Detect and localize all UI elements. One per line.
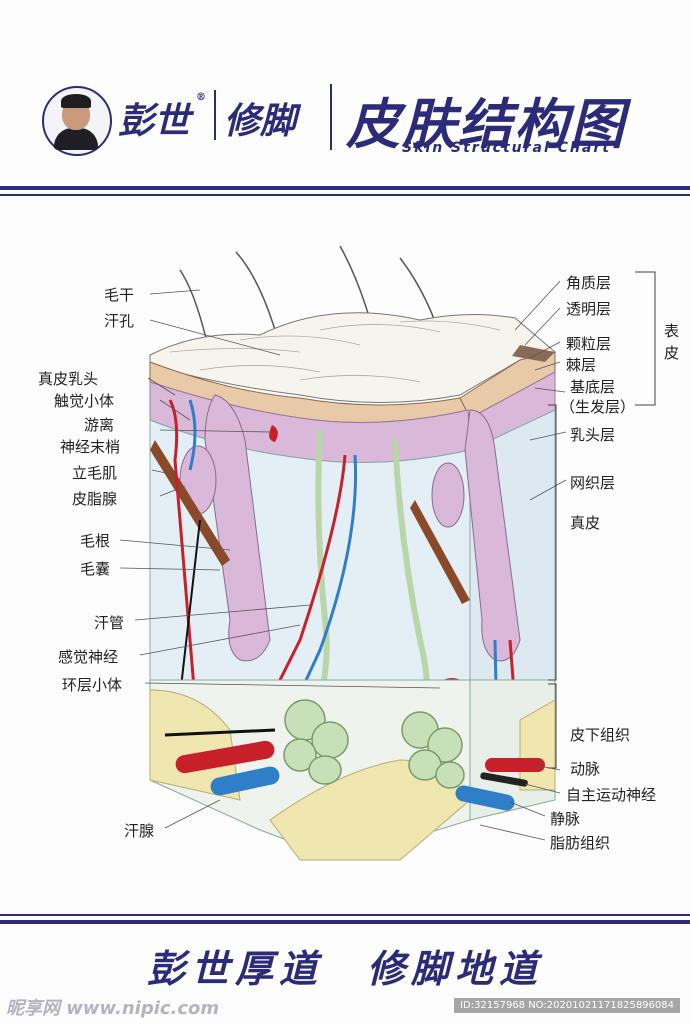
sebaceous-gland-right [431,462,465,528]
leader-lines-left [119,289,441,829]
label-arrector-pili: 立毛肌 [72,464,118,482]
label-pacinian-corpuscle: 环层小体 [62,676,123,694]
label-papillary-layer: 乳头层 [570,426,616,444]
label-sweat-duct: 汗管 [94,614,125,632]
label-stratum-corneum: 角质层 [566,274,612,292]
artery-branch-left [168,399,202,761]
header-divider-2 [330,84,332,150]
label-germinative-layer: （生发层） [560,398,636,416]
brand-name: 彭世 [118,100,191,142]
label-stratum-granulosum: 颗粒层 [566,335,612,353]
surface-creases [169,320,501,383]
arrector-muscle-left [150,440,230,566]
vein-branch-left [188,399,197,471]
label-autonomic-nerve: 自主运动神经 [566,786,657,804]
meissner-corpuscle [269,425,278,442]
label-hair-follicle: 毛囊 [80,560,111,578]
artery-trunk-right [485,758,545,772]
label-sweat-gland: 汗腺 [124,822,155,840]
avatar-suit [54,128,98,150]
page-subtitle: Skin Structural Chart [402,140,611,156]
fat-left [149,689,241,801]
page-title: 皮肤结构图 [346,92,626,156]
artery-branch-center [238,454,347,761]
label-hair-shaft: 毛干 [104,286,135,304]
label-sebaceous-gland: 皮脂腺 [72,490,118,508]
label-sensory-nerve: 感觉神经 [58,648,119,666]
label-artery: 动脉 [570,760,601,778]
artery-trunk-left [175,740,275,774]
registered-mark: ® [196,92,206,103]
label-epidermis-2: 皮 [664,344,680,362]
hair-follicle-right [464,409,521,662]
founder-avatar [42,86,112,156]
watermark-site: 昵享网 www.nipic.com [6,998,220,1019]
label-vein: 静脉 [550,810,581,828]
sweat-gland-right [401,711,465,789]
label-adipose-tissue: 脂肪组织 [550,834,611,852]
sweat-duct-right [392,439,430,701]
footer-rule-thick [0,920,690,924]
label-epidermis-1: 表 [664,322,680,340]
label-subcutaneous: 皮下组织 [570,726,631,744]
label-stratum-basale: 基底层 [570,378,616,396]
vein-trunk-right [455,785,515,811]
autonomic-nerve [480,772,528,787]
label-nerve-endings: 神经末梢 [60,438,121,456]
brand-service: 修脚 [224,100,297,142]
vein-trunk-left [210,766,280,796]
group-brackets [548,271,656,769]
hair-follicle-left [204,394,271,662]
label-reticular-layer: 网织层 [570,474,616,492]
slogan: 彭世厚道 修脚地道 [146,946,543,991]
arrector-muscle-right [410,500,470,604]
vein-branch-center [258,454,358,781]
leader-lines-right [479,280,567,841]
label-dermal-papilla: 真皮乳头 [38,370,99,388]
sweat-duct-left [315,429,330,701]
label-tactile-corpuscle: 触觉小体 [54,392,115,410]
sweat-gland-left [283,699,349,785]
label-free: 游离 [84,416,115,434]
label-stratum-spinosum: 棘层 [566,356,597,374]
header-rule-thin [0,194,690,196]
label-hair-root: 毛根 [80,532,111,550]
corneum-edge [512,345,555,362]
header-rule-thick [0,186,690,190]
label-sweat-pore: 汗孔 [104,312,135,330]
label-stratum-lucidum: 透明层 [566,300,612,318]
avatar-hair [61,94,91,108]
label-dermis: 真皮 [570,514,601,532]
skin-surface [149,312,557,403]
header-divider-1 [214,90,216,140]
nerve-trunk-left [164,728,276,737]
watermark-id: ID:32157968 NO:20201021171825896084 [454,998,680,1013]
footer-rule-thin [0,914,690,916]
